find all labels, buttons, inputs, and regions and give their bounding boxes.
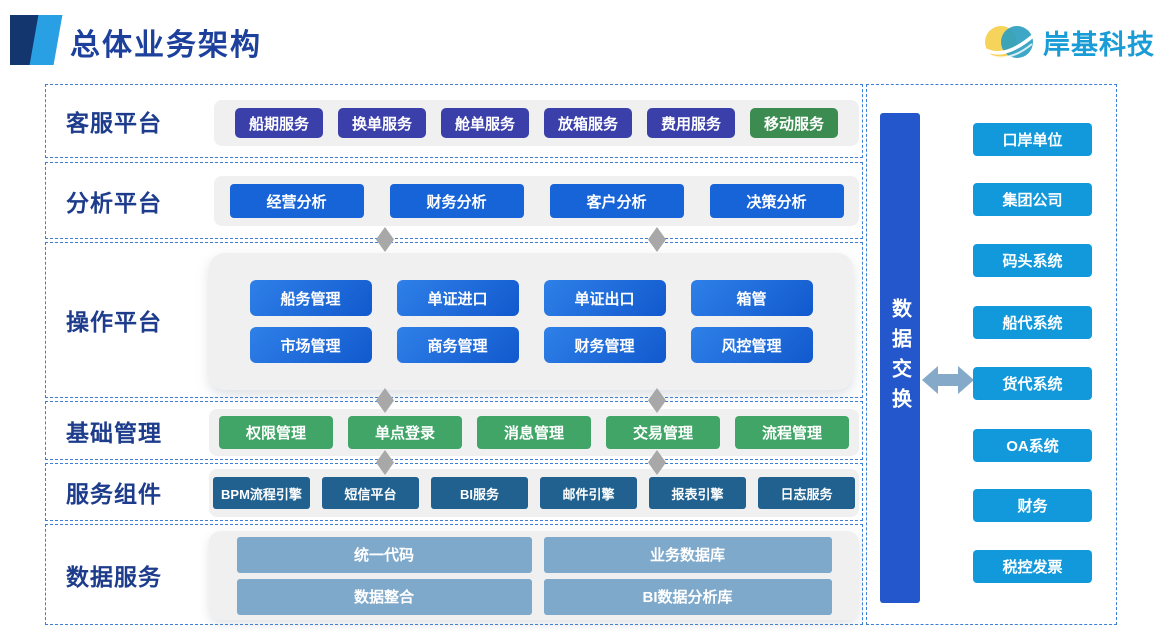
- operation-modules: 船务管理 单证进口 单证出口 箱管 市场管理 商务管理 财务管理 风控管理: [209, 253, 853, 390]
- external-system-chip: 财务: [973, 489, 1092, 522]
- module-chip: 经营分析: [229, 184, 364, 218]
- external-system-chip: 货代系统: [973, 367, 1092, 400]
- external-system-chip: 船代系统: [973, 306, 1092, 339]
- section-label: 基础管理: [66, 419, 162, 446]
- module-chip: BI数据分析库: [543, 578, 832, 615]
- module-chip: 短信平台: [322, 477, 419, 509]
- external-system-chip: 税控发票: [973, 550, 1092, 583]
- section-label: 服务组件: [66, 481, 162, 507]
- diamond-connector-icon: [648, 388, 666, 413]
- diamond-connector-icon: [376, 388, 394, 413]
- logo-text: 岸基科技: [1043, 29, 1155, 60]
- external-systems-panel: 数据交换 口岸单位 集团公司 码头系统 船代系统 货代系统 OA系统 财务 税控…: [866, 84, 1117, 625]
- module-chip: 财务管理: [543, 327, 666, 363]
- module-chip: 权限管理: [219, 416, 333, 449]
- module-chip: 风控管理: [690, 327, 813, 363]
- page-title: 总体业务架构: [70, 29, 262, 62]
- module-chip: 移动服务: [750, 108, 838, 138]
- external-system-chip: OA系统: [973, 429, 1092, 462]
- section-label: 操作平台: [66, 309, 162, 335]
- data-exchange-bar: 数据交换: [880, 113, 920, 603]
- module-chip: 船务管理: [249, 280, 372, 316]
- module-chip: 邮件引擎: [540, 477, 637, 509]
- data-exchange-label: 数据交换: [888, 298, 911, 418]
- service-component-modules: BPM流程引擎 短信平台 BI服务 邮件引擎 报表引擎 日志服务: [209, 469, 859, 517]
- module-chip: 数据整合: [236, 578, 532, 615]
- customer-service-modules: 船期服务 换单服务 舱单服务 放箱服务 费用服务 移动服务: [214, 100, 859, 146]
- external-system-chip: 集团公司: [973, 183, 1092, 216]
- module-chip: 报表引擎: [649, 477, 746, 509]
- logo-icon: [985, 26, 1036, 59]
- diamond-connector-icon: [648, 450, 666, 475]
- diamond-connector-icon: [376, 450, 394, 475]
- external-system-chip: 码头系统: [973, 244, 1092, 277]
- company-logo: 岸基科技: [983, 18, 1155, 66]
- module-chip: 财务分析: [389, 184, 524, 218]
- module-chip: 客户分析: [549, 184, 684, 218]
- section-label: 分析平台: [66, 189, 162, 216]
- module-chip: 单证进口: [396, 280, 519, 316]
- module-chip: BPM流程引擎: [213, 477, 310, 509]
- section-data-services: 数据服务 统一代码 业务数据库 数据整合 BI数据分析库: [45, 524, 863, 625]
- module-chip: 市场管理: [249, 327, 372, 363]
- section-label: 数据服务: [66, 563, 162, 590]
- module-chip: 商务管理: [396, 327, 519, 363]
- module-chip: 统一代码: [236, 536, 532, 573]
- data-service-modules: 统一代码 业务数据库 数据整合 BI数据分析库: [209, 531, 859, 620]
- module-chip: 日志服务: [758, 477, 855, 509]
- module-chip: 业务数据库: [543, 536, 832, 573]
- module-chip: 单证出口: [543, 280, 666, 316]
- diamond-connector-icon: [648, 227, 666, 252]
- analysis-modules: 经营分析 财务分析 客户分析 决策分析: [214, 176, 859, 226]
- module-chip: 交易管理: [606, 416, 720, 449]
- module-chip: 流程管理: [735, 416, 849, 449]
- module-chip: 舱单服务: [441, 108, 529, 138]
- module-chip: 单点登录: [348, 416, 462, 449]
- module-chip: 换单服务: [338, 108, 426, 138]
- section-base-management: 基础管理 权限管理 单点登录 消息管理 交易管理 流程管理: [45, 401, 863, 460]
- section-customer-service-platform: 客服平台 船期服务 换单服务 舱单服务 放箱服务 费用服务 移动服务: [45, 84, 863, 158]
- section-label: 客服平台: [66, 110, 162, 136]
- double-arrow-icon: [922, 366, 974, 394]
- module-chip: BI服务: [431, 477, 528, 509]
- module-chip: 决策分析: [709, 184, 844, 218]
- section-service-components: 服务组件 BPM流程引擎 短信平台 BI服务 邮件引擎 报表引擎 日志服务: [45, 463, 863, 521]
- module-chip: 费用服务: [647, 108, 735, 138]
- module-chip: 箱管: [690, 280, 813, 316]
- diamond-connector-icon: [376, 227, 394, 252]
- section-analysis-platform: 分析平台 经营分析 财务分析 客户分析 决策分析: [45, 162, 863, 239]
- module-chip: 消息管理: [477, 416, 591, 449]
- external-system-chip: 口岸单位: [973, 123, 1092, 156]
- module-chip: 放箱服务: [544, 108, 632, 138]
- module-chip: 船期服务: [235, 108, 323, 138]
- section-operation-platform: 操作平台 船务管理 单证进口 单证出口 箱管 市场管理 商务管理 财务管理 风控…: [45, 242, 863, 398]
- base-management-modules: 权限管理 单点登录 消息管理 交易管理 流程管理: [209, 409, 859, 456]
